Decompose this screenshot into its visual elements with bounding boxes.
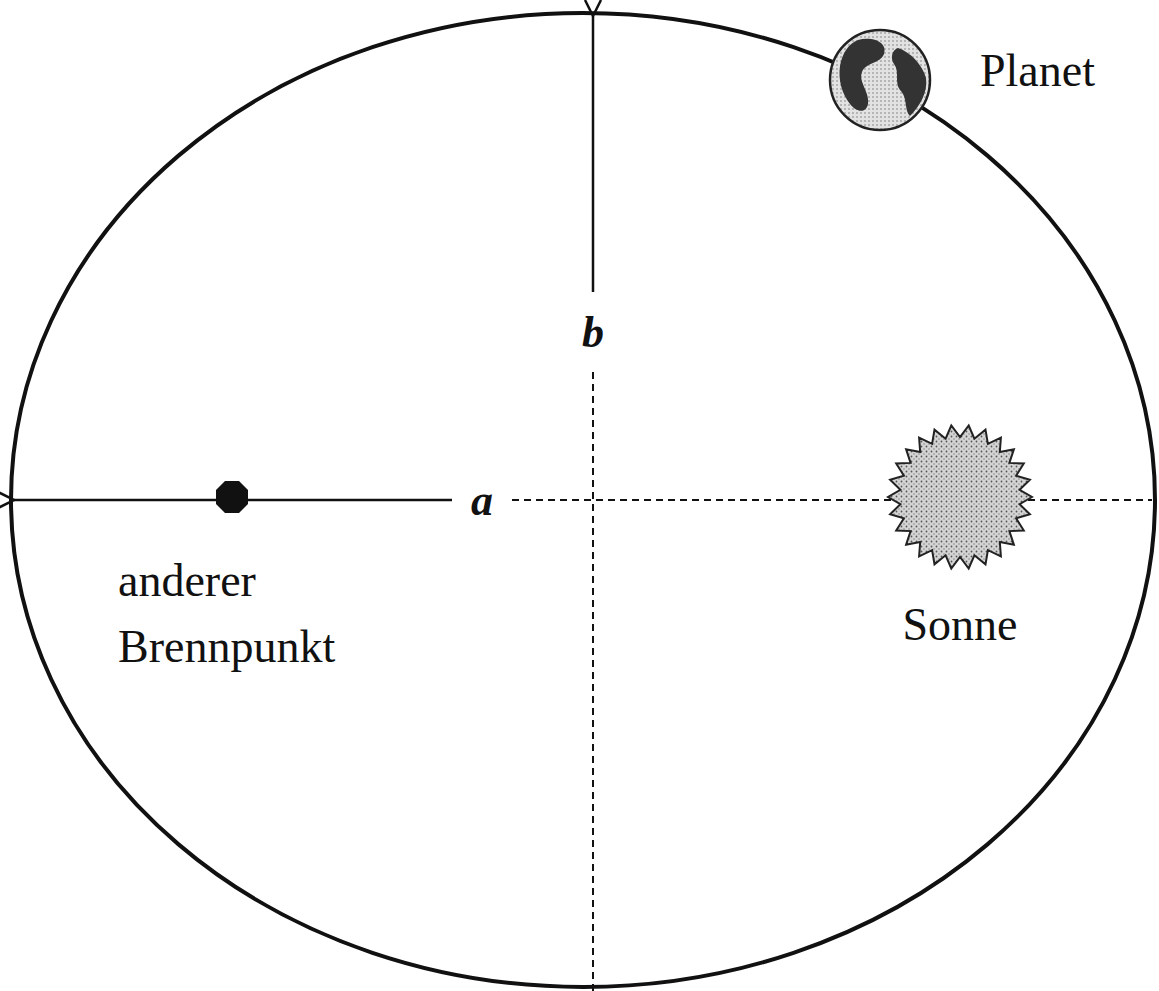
planet-label: Planet	[980, 44, 1095, 97]
focus-label: anderer Brennpunkt	[118, 548, 438, 680]
axis-dashed	[592, 372, 594, 991]
sun-symbol	[888, 426, 1032, 569]
axis-label: a	[465, 475, 499, 526]
sun-label: Sonne	[903, 598, 1018, 651]
orbit-ellipse	[11, 13, 1155, 987]
axis-label: b	[576, 307, 610, 358]
planet-symbol	[830, 30, 930, 130]
axis-dashed	[512, 499, 1152, 501]
semi-minor-axis	[592, 16, 595, 292]
focus-dot	[216, 481, 248, 513]
